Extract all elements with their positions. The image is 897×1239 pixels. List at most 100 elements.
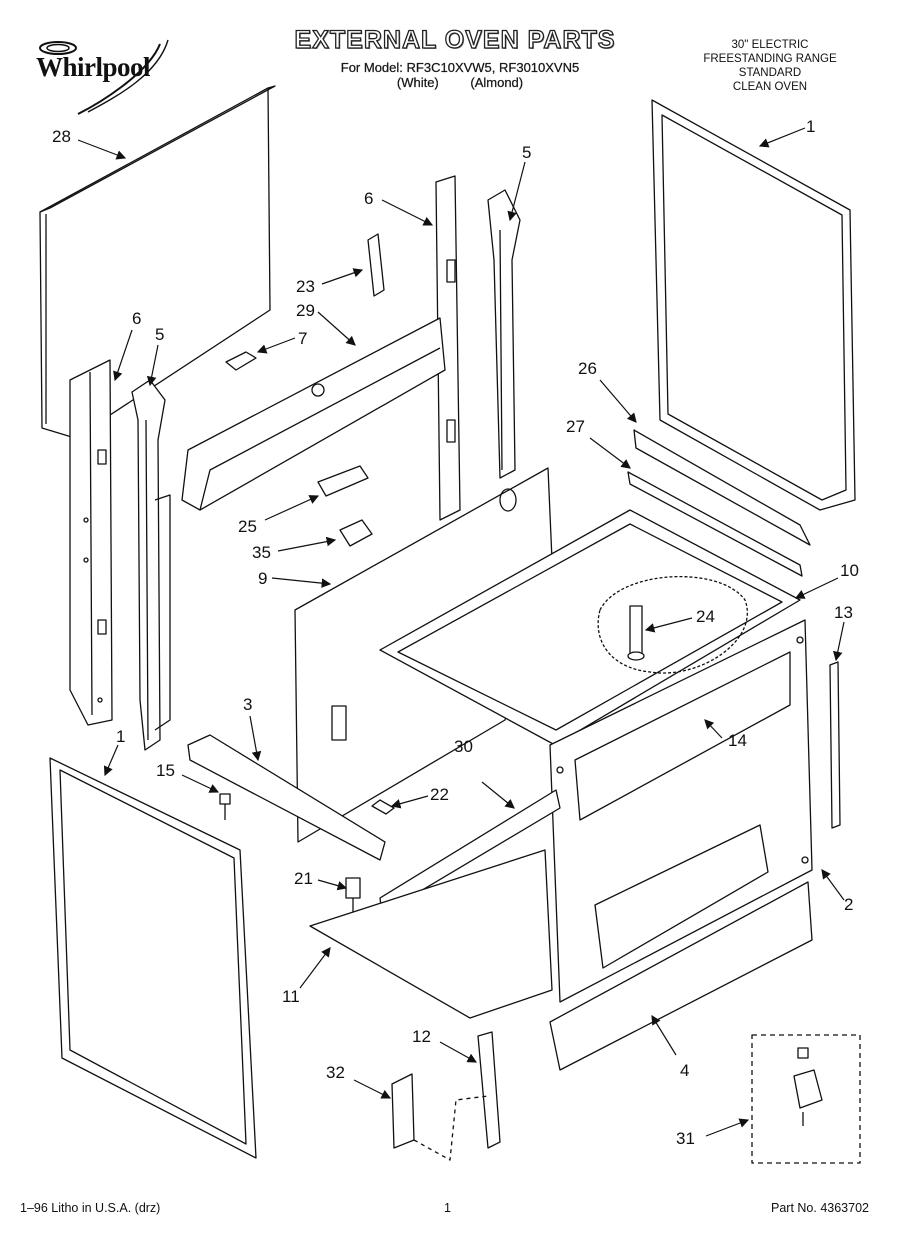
element-blanket-part (597, 575, 748, 674)
leader-line (833, 621, 845, 662)
footer-page-number: 1 (444, 1201, 451, 1215)
leader-line (821, 869, 845, 901)
callout-4: 4 (680, 1061, 689, 1080)
kit-parts (793, 1047, 823, 1126)
top-channel-part (181, 317, 446, 511)
leader-line (317, 879, 348, 891)
callout-26: 26 (578, 359, 597, 378)
leader-line (103, 744, 119, 777)
leader-line (507, 161, 526, 222)
leader-line (481, 781, 515, 809)
model-color-white: (White) (396, 75, 439, 90)
range-description: 30" ELECTRIC FREESTANDING RANGE STANDARD… (650, 38, 890, 94)
side-panel-left-part (49, 757, 257, 1159)
description-line: FREESTANDING RANGE (703, 53, 837, 65)
clip-part (367, 233, 385, 297)
logo-swoosh-icon (39, 39, 169, 115)
model-info: For Model: RF3C10XVW5, RF3010XVN5 (White… (270, 60, 650, 90)
callout-35: 35 (252, 543, 271, 562)
front-frame-part (549, 619, 813, 1003)
leader-line (146, 344, 159, 387)
leader-line (271, 577, 332, 588)
leader-line (321, 268, 364, 285)
whirlpool-logo: Whirlpool (28, 34, 186, 116)
center-rail-part (435, 175, 461, 521)
left-bracket-part (131, 379, 171, 751)
model-prefix: For Model: (340, 60, 403, 75)
description-line: 30" ELECTRIC (731, 39, 809, 51)
callout-14: 14 (728, 731, 747, 750)
callout-6-left: 6 (132, 309, 141, 328)
callout-31: 31 (676, 1129, 695, 1148)
page-title: EXTERNAL OVEN PARTS (294, 25, 616, 54)
leader-line (256, 337, 296, 354)
callout-5-center: 5 (522, 143, 531, 162)
callout-1-top: 1 (806, 117, 815, 136)
model-list: RF3C10XVW5, RF3010XVN5 (406, 60, 580, 75)
callout-10: 10 (840, 561, 859, 580)
leader-line (439, 1041, 478, 1063)
callout-13: 13 (834, 603, 853, 622)
brand-name: Whirlpool (36, 52, 151, 82)
callout-1-bottom: 1 (116, 727, 125, 746)
strip-26-part (633, 429, 811, 546)
footer-part-number: Part No. 4363702 (771, 1201, 869, 1215)
terminal-block-part (317, 465, 369, 497)
thermostat-part (339, 519, 373, 547)
leader-line (77, 139, 127, 160)
callout-7: 7 (298, 329, 307, 348)
left-rail-part (69, 359, 113, 726)
callout-30: 30 (454, 737, 473, 756)
grommet-part (225, 351, 257, 371)
rod-part (477, 1031, 501, 1149)
kit-box (751, 1034, 861, 1164)
callout-23: 23 (296, 277, 315, 296)
callout-27: 27 (566, 417, 585, 436)
oven-floor-part (379, 509, 801, 746)
rear-panel-part (39, 85, 276, 439)
screw-part (219, 793, 231, 820)
model-color-almond: (Almond) (470, 75, 524, 90)
callout-6-center: 6 (364, 189, 373, 208)
kick-plate-part (549, 881, 813, 1071)
callout-28: 28 (52, 127, 71, 146)
leader-line (758, 127, 806, 148)
leader-line (644, 617, 693, 633)
callout-5-left: 5 (155, 325, 164, 344)
bottom-panel-part (309, 849, 553, 1019)
callout-9: 9 (258, 569, 267, 588)
callout-22: 22 (430, 785, 449, 804)
description-line: STANDARD (738, 67, 802, 79)
leader-line (390, 795, 429, 809)
leader-line (277, 536, 337, 552)
callout-24: 24 (696, 607, 715, 626)
leader-line (794, 577, 839, 599)
callout-2: 2 (844, 895, 853, 914)
leader-line (704, 719, 723, 739)
leveling-leg-part (345, 877, 361, 912)
callout-12: 12 (412, 1027, 431, 1046)
description-line: CLEAN OVEN (732, 81, 808, 93)
callout-15: 15 (156, 761, 175, 780)
leader-line (705, 1118, 750, 1137)
leader-line (249, 715, 262, 762)
strip-13-part (829, 661, 841, 829)
leader-line (589, 437, 631, 469)
fastener-part (371, 799, 395, 815)
clip-32-part (391, 1073, 415, 1149)
leader-line (599, 379, 637, 423)
leader-line (264, 495, 320, 521)
callout-3: 3 (243, 695, 252, 714)
center-bracket-part (487, 189, 521, 479)
leader-line (353, 1079, 392, 1099)
side-panel-right-part (651, 99, 856, 511)
leader-line (181, 774, 220, 793)
footer-litho: 1–96 Litho in U.S.A. (drz) (20, 1201, 161, 1215)
callout-21: 21 (294, 869, 313, 888)
strip-27-part (627, 471, 803, 577)
callout-11: 11 (282, 987, 300, 1006)
callout-32: 32 (326, 1063, 345, 1082)
leader-line (651, 1014, 677, 1056)
